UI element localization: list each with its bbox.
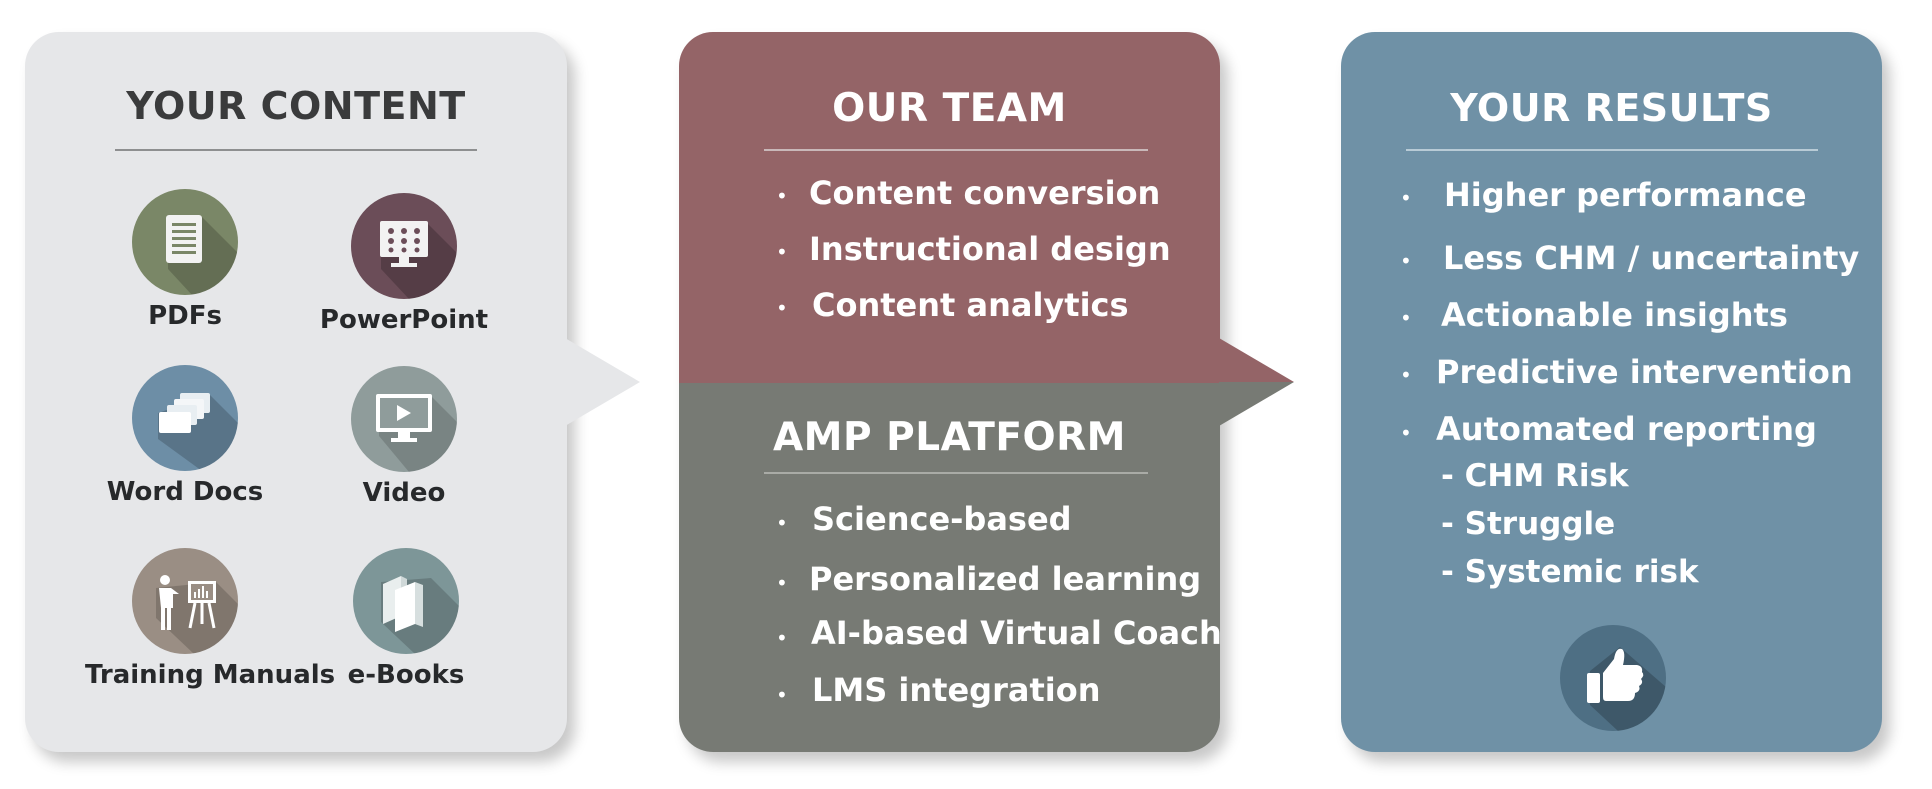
results-sub-item: - CHM Risk	[1441, 458, 1629, 494]
bullet-icon: •	[1400, 249, 1412, 273]
content-item-label: PDFs	[148, 301, 222, 331]
results-item: Higher performance	[1444, 176, 1807, 214]
document-icon	[132, 189, 238, 295]
thumbs-up-icon	[1560, 625, 1666, 731]
platform-item: Personalized learning	[809, 560, 1202, 598]
results-item: Automated reporting	[1436, 410, 1817, 448]
platform-item: AI-based Virtual Coach	[811, 614, 1222, 652]
team-title-divider	[764, 149, 1148, 151]
bullet-icon: •	[1400, 363, 1412, 387]
content-item-pdfs: PDFs	[85, 189, 285, 331]
content-item-label: e-Books	[347, 660, 465, 690]
content-title-divider	[115, 149, 477, 151]
bullet-icon: •	[776, 184, 788, 208]
results-panel: YOUR RESULTS • Higher performance • Less…	[1341, 32, 1882, 752]
content-item-video: Video	[304, 366, 504, 508]
video-monitor-icon	[351, 366, 457, 472]
middle-panel: OUR TEAM • Content conversion • Instruct…	[679, 32, 1222, 752]
content-item-label: PowerPoint	[319, 305, 489, 335]
bullet-icon: •	[776, 683, 788, 707]
bullet-icon: •	[1400, 306, 1412, 330]
results-item: Actionable insights	[1441, 296, 1788, 334]
content-item-training-manuals: Training Manuals	[85, 548, 336, 690]
stacked-docs-icon	[132, 365, 238, 471]
bullet-icon: •	[1400, 186, 1412, 210]
trainer-icon	[132, 548, 238, 654]
platform-panel: AMP PLATFORM • Science-based • Personali…	[679, 383, 1222, 752]
bullet-icon: •	[1400, 421, 1412, 445]
content-item-ebooks: e-Books	[306, 548, 506, 690]
team-item: Content conversion	[809, 174, 1161, 212]
platform-panel-title: AMP PLATFORM	[773, 415, 1126, 460]
bullet-icon: •	[776, 240, 788, 264]
team-panel: OUR TEAM • Content conversion • Instruct…	[679, 32, 1220, 383]
presentation-icon	[351, 193, 457, 299]
results-sub-item: - Struggle	[1441, 506, 1616, 542]
bullet-icon: •	[776, 626, 788, 650]
content-item-word-docs: Word Docs	[85, 365, 285, 507]
platform-item: Science-based	[812, 500, 1072, 538]
platform-item: LMS integration	[812, 671, 1101, 709]
platform-title-divider	[764, 472, 1148, 474]
content-item-powerpoint: PowerPoint	[304, 193, 504, 335]
results-item: Less CHM / uncertainty	[1443, 239, 1860, 277]
content-arrow	[565, 338, 640, 426]
team-item: Content analytics	[812, 286, 1129, 324]
team-item: Instructional design	[809, 230, 1171, 268]
team-panel-title: OUR TEAM	[832, 86, 1067, 131]
content-panel: YOUR CONTENT PDFs	[25, 32, 567, 752]
middle-arrow	[1219, 338, 1294, 426]
content-item-label: Word Docs	[106, 477, 264, 507]
content-panel-title: YOUR CONTENT	[126, 84, 466, 128]
books-icon	[353, 548, 459, 654]
results-title-divider	[1406, 149, 1818, 151]
results-sub-item: - Systemic risk	[1441, 554, 1699, 590]
results-panel-title: YOUR RESULTS	[1450, 86, 1773, 130]
bullet-icon: •	[776, 296, 788, 320]
content-item-label: Video	[362, 478, 446, 508]
bullet-icon: •	[776, 511, 788, 535]
bullet-icon: •	[776, 571, 788, 595]
content-item-label: Training Manuals	[85, 660, 336, 690]
results-item: Predictive intervention	[1436, 353, 1853, 391]
